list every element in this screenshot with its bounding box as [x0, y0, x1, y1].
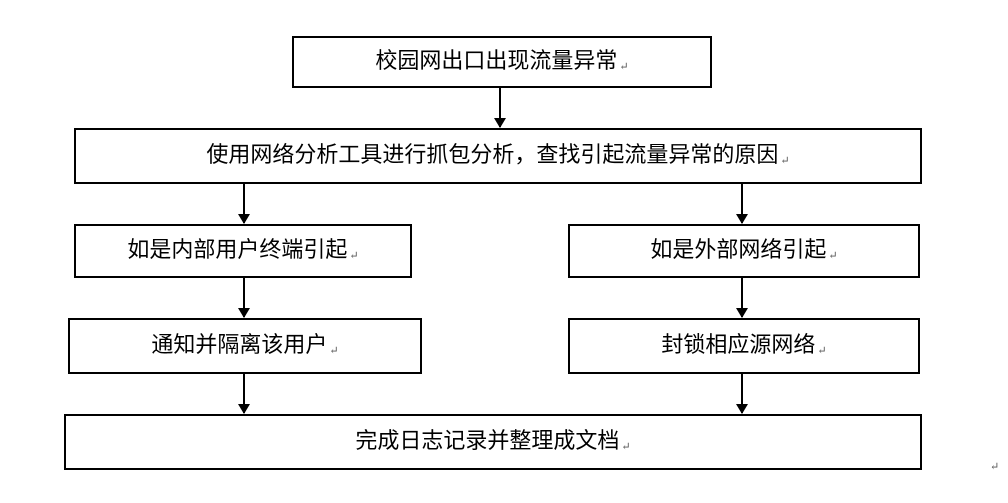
node-block-source-label: 封锁相应源网络 — [661, 333, 816, 358]
node-traffic-anomaly: 校园网出口出现流量异常↵ — [292, 36, 712, 88]
node-isolate-user-label: 通知并隔离该用户 — [151, 333, 328, 358]
paragraph-mark: ↵ — [817, 343, 827, 357]
node-packet-analysis: 使用网络分析工具进行抓包分析，查找引起流量异常的原因↵ — [74, 128, 922, 184]
node-external-cause: 如是外部网络引起↵ — [568, 224, 920, 278]
node-traffic-anomaly-label: 校园网出口出现流量异常 — [375, 49, 618, 74]
node-internal-cause: 如是内部用户终端引起↵ — [74, 224, 412, 278]
paragraph-mark: ↵ — [619, 59, 629, 73]
trailing-paragraph-mark: ↵ — [990, 460, 1000, 473]
node-log-and-document-label: 完成日志记录并整理成文档 — [355, 429, 620, 454]
node-internal-cause-label: 如是内部用户终端引起 — [127, 238, 348, 263]
node-isolate-user: 通知并隔离该用户↵ — [68, 318, 422, 374]
paragraph-mark: ↵ — [780, 153, 790, 167]
paragraph-mark: ↵ — [828, 248, 838, 262]
paragraph-mark: ↵ — [349, 248, 359, 262]
paragraph-mark: ↵ — [621, 439, 631, 453]
node-external-cause-label: 如是外部网络引起 — [650, 238, 827, 263]
node-log-and-document: 完成日志记录并整理成文档↵ — [64, 414, 922, 470]
node-block-source: 封锁相应源网络↵ — [568, 318, 920, 374]
paragraph-mark: ↵ — [329, 343, 339, 357]
node-packet-analysis-label: 使用网络分析工具进行抓包分析，查找引起流量异常的原因 — [206, 143, 779, 168]
